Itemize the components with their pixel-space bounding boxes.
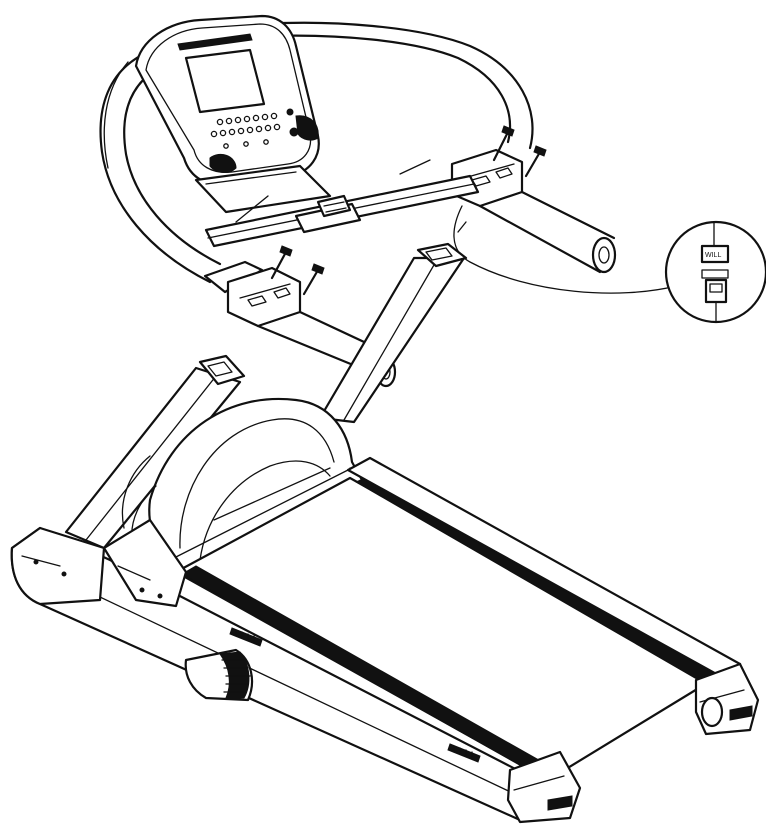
- connector-label: WILL: [705, 252, 721, 259]
- right-upright: [318, 242, 468, 424]
- screw-icon: [302, 263, 325, 296]
- connector-detail-callout: WILL: [664, 220, 766, 324]
- cable-plug-top: [700, 244, 730, 264]
- cable-plug-bottom: [704, 278, 728, 304]
- console-cable: [453, 205, 677, 294]
- treadmill-deck: [10, 456, 742, 822]
- rear-end-caps: [506, 662, 760, 824]
- screws: [270, 125, 547, 296]
- screw-icon: [270, 245, 293, 280]
- console: [134, 14, 332, 214]
- console-display: [184, 48, 266, 114]
- screw-icon: [492, 125, 515, 162]
- console-buttons: [210, 108, 299, 149]
- right-handrail: [260, 21, 617, 274]
- screw-icon: [524, 145, 547, 178]
- cross-bar: [204, 159, 480, 248]
- transport-wheel: [184, 648, 254, 702]
